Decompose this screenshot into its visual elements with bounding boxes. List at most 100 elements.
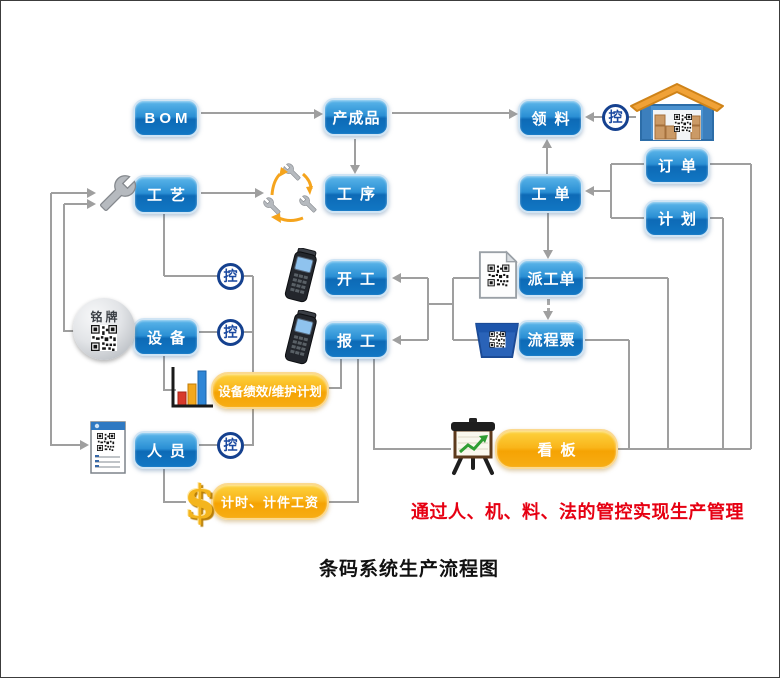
connector-line [546, 147, 548, 175]
arrowhead [542, 139, 552, 148]
node-craft: 工艺 [133, 175, 199, 214]
connector-line [373, 359, 375, 450]
connector-line [590, 116, 603, 118]
connector-line [164, 275, 218, 277]
connector-line [198, 444, 218, 446]
connector-line [722, 218, 724, 449]
node-wages: 计时、计件工资 [211, 483, 329, 520]
wrench-icon [99, 171, 137, 215]
node-start-work: 开工 [323, 259, 389, 297]
node-equipment: 设备 [133, 318, 199, 356]
id-card-icon [90, 421, 126, 474]
connector-line [163, 214, 165, 276]
node-personnel: 人员 [133, 431, 199, 469]
qr-code-icon [91, 325, 117, 351]
barcode-document-icon [478, 249, 518, 301]
connector-line [618, 448, 751, 450]
connector-line [328, 501, 358, 503]
connector-line [610, 164, 612, 218]
arrowhead [543, 311, 553, 320]
connector-line [594, 190, 611, 192]
node-report-work: 报工 [323, 321, 389, 359]
node-process-ticket: 流程票 [517, 320, 585, 358]
connector-line [354, 139, 356, 167]
arrowhead [87, 188, 96, 198]
arrowhead [255, 188, 264, 198]
connector-line [750, 164, 752, 449]
connector-line [709, 217, 723, 219]
connector-line [243, 331, 253, 333]
barcode-crate-icon [475, 321, 519, 359]
node-operation: 工序 [323, 174, 389, 213]
connector-line [51, 192, 88, 194]
connector-line [584, 339, 629, 341]
nameplate-qr-icon: 铭牌 [73, 298, 135, 360]
connector-line [201, 192, 256, 194]
wrench-cycle-icon [257, 161, 321, 225]
bar-chart-icon [169, 364, 215, 410]
connector-line [164, 389, 176, 391]
arrowhead [392, 273, 401, 283]
connector-line [198, 331, 217, 333]
handheld-scanner-icon [280, 248, 324, 304]
arrowhead [543, 250, 553, 259]
connector-line [357, 359, 359, 503]
connector-line [611, 217, 644, 219]
connector-line [628, 116, 636, 118]
connector-line [547, 213, 549, 252]
connector-line [392, 112, 510, 114]
connector-line [163, 356, 165, 391]
connector-line [163, 469, 165, 503]
connector-line [546, 299, 550, 314]
arrowhead [392, 335, 401, 345]
node-finished-product: 产成品 [323, 98, 389, 136]
connector-line [244, 275, 253, 277]
node-dispatch-order: 派工单 [517, 259, 585, 297]
connector-line [64, 330, 74, 332]
handheld-scanner-icon [280, 310, 324, 366]
node-material-picking: 领料 [518, 99, 583, 137]
connector-line [709, 163, 751, 165]
connector-line [63, 204, 65, 332]
connector-line [427, 278, 429, 340]
arrowhead [585, 186, 594, 196]
node-bom: BOM [133, 99, 199, 137]
connector-line [164, 501, 186, 503]
diagram-title: 条码系统生产流程图 [319, 559, 500, 580]
connector-line [400, 277, 428, 279]
node-kanban: 看板 [495, 429, 618, 469]
management-note: 通过人、机、料、法的管控实现生产管理 [411, 502, 744, 522]
connector-line [611, 163, 644, 165]
connector-line [50, 193, 52, 446]
connector-line [51, 444, 81, 446]
node-equipment-performance: 设备绩效/维护计划 [211, 372, 329, 409]
connector-line [64, 203, 88, 205]
connector-line [453, 277, 481, 279]
arrowhead [80, 440, 89, 450]
control-badge-equipment: 控 [217, 319, 244, 346]
connector-line [667, 278, 669, 449]
connector-line [201, 112, 315, 114]
warehouse-icon [629, 81, 725, 141]
connector-line [452, 278, 454, 340]
control-badge-personnel: 控 [217, 432, 244, 459]
node-order: 订单 [644, 147, 710, 184]
connector-line [340, 359, 342, 389]
node-plan: 计划 [644, 200, 710, 237]
dollar-icon: $ [184, 475, 217, 529]
connector-line [328, 387, 341, 389]
connector-line [374, 448, 451, 450]
node-work-order: 工单 [518, 174, 583, 213]
connector-line [453, 339, 479, 341]
nameplate-label: 铭牌 [90, 309, 121, 324]
arrowhead [350, 165, 360, 174]
connector-line [628, 340, 630, 449]
connector-line [428, 303, 453, 305]
arrowhead [87, 199, 96, 209]
connector-line [252, 276, 254, 446]
connector-line [400, 339, 428, 341]
arrowhead [314, 109, 323, 119]
kanban-easel-icon [447, 418, 499, 476]
